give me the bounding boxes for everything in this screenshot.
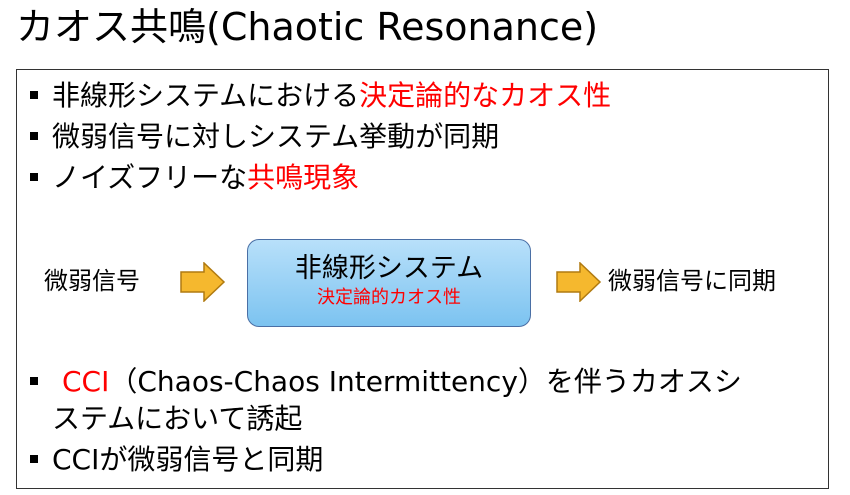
bullet-continuation: ステムにおいて誘起 (52, 402, 303, 435)
content-frame (16, 69, 829, 489)
bullet-text: 微弱信号に対しシステム挙動が同期 (52, 120, 500, 153)
bullet-text: CCIが微弱信号と同期 (52, 443, 324, 476)
nonlinear-system-box: 非線形システム 決定論的カオス性 (247, 239, 531, 327)
input-signal-label: 微弱信号 (44, 267, 140, 295)
bullet-highlight: CCI (62, 365, 110, 398)
system-subtitle: 決定論的カオス性 (317, 287, 461, 308)
right-arrow-icon (180, 262, 226, 302)
bullet-highlight: 決定論的なカオス性 (359, 79, 612, 112)
bullet-marker (30, 455, 38, 463)
bullet-text: 非線形システムにおける (52, 79, 360, 112)
right-arrow-icon (556, 262, 602, 302)
bullet-highlight: 共鳴現象 (247, 161, 360, 194)
bullet-text: ノイズフリーな (52, 161, 248, 194)
bullet-marker (30, 377, 38, 385)
bullet-item: 非線形システムにおける決定論的なカオス性 (30, 77, 611, 115)
system-title: 非線形システム (294, 253, 484, 284)
bullet-item: CCI（Chaos-Chaos Intermittency）を伴うカオスシ (30, 363, 742, 401)
bullet-marker (30, 173, 38, 181)
bullet-item: 微弱信号に対しシステム挙動が同期 (30, 118, 499, 156)
bullet-item: CCIが微弱信号と同期 (30, 441, 323, 479)
bullet-marker (30, 91, 38, 99)
bullet-marker (30, 132, 38, 140)
page-title: カオス共鳴(Chaotic Resonance) (16, 5, 599, 49)
bullet-text: （Chaos-Chaos Intermittency）を伴うカオスシ (109, 365, 742, 398)
output-signal-label: 微弱信号に同期 (608, 267, 776, 295)
bullet-item: ノイズフリーな共鳴現象 (30, 159, 359, 197)
